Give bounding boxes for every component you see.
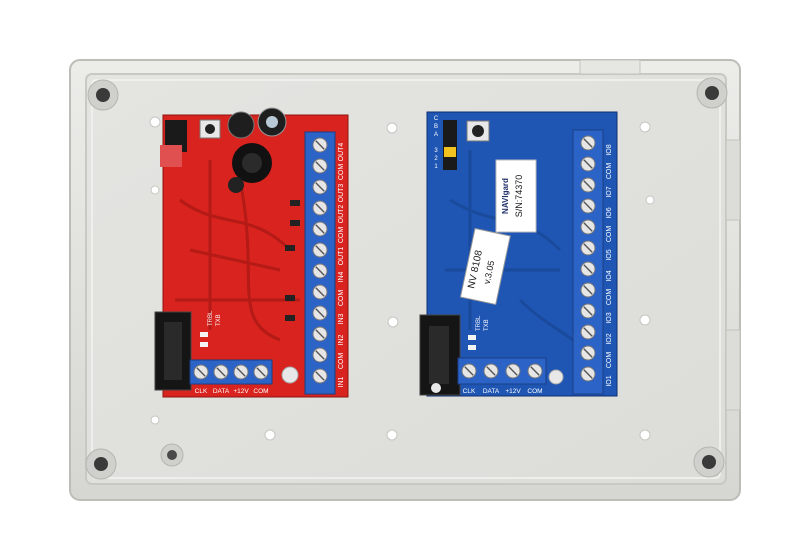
- sticker-version-label: v.3.05: [482, 260, 497, 285]
- screw-slot: [315, 245, 325, 255]
- screw-slot: [216, 367, 226, 377]
- red-bottom-label: CLK: [195, 388, 208, 395]
- red-terminal-label: IN1: [338, 376, 345, 387]
- screw-slot: [583, 180, 593, 190]
- screw-post-bottom-right: [693, 446, 725, 478]
- red-led-label-txb: TXB: [216, 314, 222, 326]
- screw-slot: [315, 329, 325, 339]
- jumper-label: 3: [434, 148, 438, 154]
- screw-slot: [236, 367, 246, 377]
- screw-slot: [530, 366, 540, 376]
- jumper-label: B: [434, 124, 438, 130]
- blue-terminal-label: IO4: [606, 270, 613, 281]
- screw-slot: [315, 203, 325, 213]
- blue-terminal-label: COM: [606, 289, 613, 306]
- red-bottom-label: COM: [253, 388, 268, 395]
- red-terminal-block: [304, 131, 336, 395]
- screw-slot: [583, 201, 593, 211]
- screw-slot: [196, 367, 206, 377]
- serial-number-label: S/N:74370: [514, 175, 524, 218]
- blue-terminal-label: IO7: [606, 186, 613, 197]
- blue-terminal-label: IO2: [606, 333, 613, 344]
- screw-post-top-left: [87, 79, 119, 111]
- red-bottom-labels: CLK DATA +12V COM: [195, 388, 269, 395]
- blue-bottom-labels: CLK DATA +12V COM: [463, 388, 543, 395]
- blue-terminal-block: [572, 129, 604, 395]
- red-terminal-label: IN2: [338, 334, 345, 345]
- blue-terminal-label: IO8: [606, 144, 613, 155]
- blue-terminal-label: COM: [606, 163, 613, 180]
- screw-slot: [508, 366, 518, 376]
- blue-terminal-labels: IO8 COM IO7 IO6 COM IO5 IO4 COM IO3 IO2 …: [606, 144, 613, 386]
- screw-slot: [315, 140, 325, 150]
- blue-bottom-label: COM: [527, 388, 542, 395]
- blue-terminal-label: IO3: [606, 312, 613, 323]
- blue-terminal-label: COM: [606, 226, 613, 243]
- red-terminal-label: OUT1: [338, 247, 345, 266]
- blue-terminal-label: IO5: [606, 249, 613, 260]
- red-terminal-label: OUT3: [338, 184, 345, 203]
- blue-terminal-label: COM: [606, 352, 613, 369]
- screw-slot: [583, 306, 593, 316]
- blue-bottom-terminal-block: [457, 357, 547, 385]
- screw-slot: [583, 264, 593, 274]
- blue-bottom-label: +12V: [505, 388, 521, 395]
- screw-post-top-right: [696, 77, 728, 109]
- red-terminal-labels: OUT4 COM OUT3 OUT2 COM OUT1 IN4 COM IN3 …: [338, 143, 345, 388]
- screw-slot: [583, 285, 593, 295]
- jumper-label: 2: [434, 156, 438, 162]
- screw-slot: [315, 350, 325, 360]
- blue-jumper-labels: 1 2 3 A B C: [434, 116, 439, 170]
- blue-led-label-trbl: TRBL: [476, 315, 482, 331]
- screw-post-bottom-left: [85, 448, 117, 480]
- screw-slot: [486, 366, 496, 376]
- blue-led-label-txb: TXB: [484, 319, 490, 331]
- screw-slot: [256, 367, 266, 377]
- screw-slot: [583, 159, 593, 169]
- mounting-holes: [149, 116, 655, 441]
- screw-slot: [583, 138, 593, 148]
- screw-slot: [583, 243, 593, 253]
- screw-slot: [464, 366, 474, 376]
- screw-slot: [315, 266, 325, 276]
- screw-slot: [315, 308, 325, 318]
- red-terminal-label: OUT2: [338, 205, 345, 224]
- blue-bottom-label: DATA: [483, 388, 500, 395]
- red-terminal-label: IN4: [338, 271, 345, 282]
- jumper-label: A: [434, 132, 438, 138]
- jumper-label: C: [434, 116, 439, 122]
- screw-slot: [315, 161, 325, 171]
- screw-slot: [583, 327, 593, 337]
- brand-label: NAVIgard: [501, 178, 510, 214]
- red-bottom-terminal-block: [189, 359, 273, 385]
- red-led-label-trbl: TRBL: [208, 310, 214, 326]
- red-bottom-label: +12V: [233, 388, 249, 395]
- screw-slot: [583, 348, 593, 358]
- blue-terminal-label: IO1: [606, 375, 613, 386]
- screw-slot: [583, 222, 593, 232]
- screw-slot: [315, 287, 325, 297]
- red-terminal-label: COM: [338, 164, 345, 181]
- screw-slot: [315, 371, 325, 381]
- red-terminal-label: COM: [338, 227, 345, 244]
- red-terminal-label: COM: [338, 290, 345, 307]
- blue-bottom-label: CLK: [463, 388, 476, 395]
- screw-slot: [583, 369, 593, 379]
- screw-slot: [315, 224, 325, 234]
- red-terminal-label: OUT4: [338, 143, 345, 162]
- jumper-label: 1: [434, 164, 438, 170]
- red-terminal-label: COM: [338, 353, 345, 370]
- mounting-post: [160, 443, 184, 467]
- screw-slot: [315, 182, 325, 192]
- red-bottom-label: DATA: [213, 388, 230, 395]
- red-terminal-label: IN3: [338, 313, 345, 324]
- blue-terminal-label: IO6: [606, 207, 613, 218]
